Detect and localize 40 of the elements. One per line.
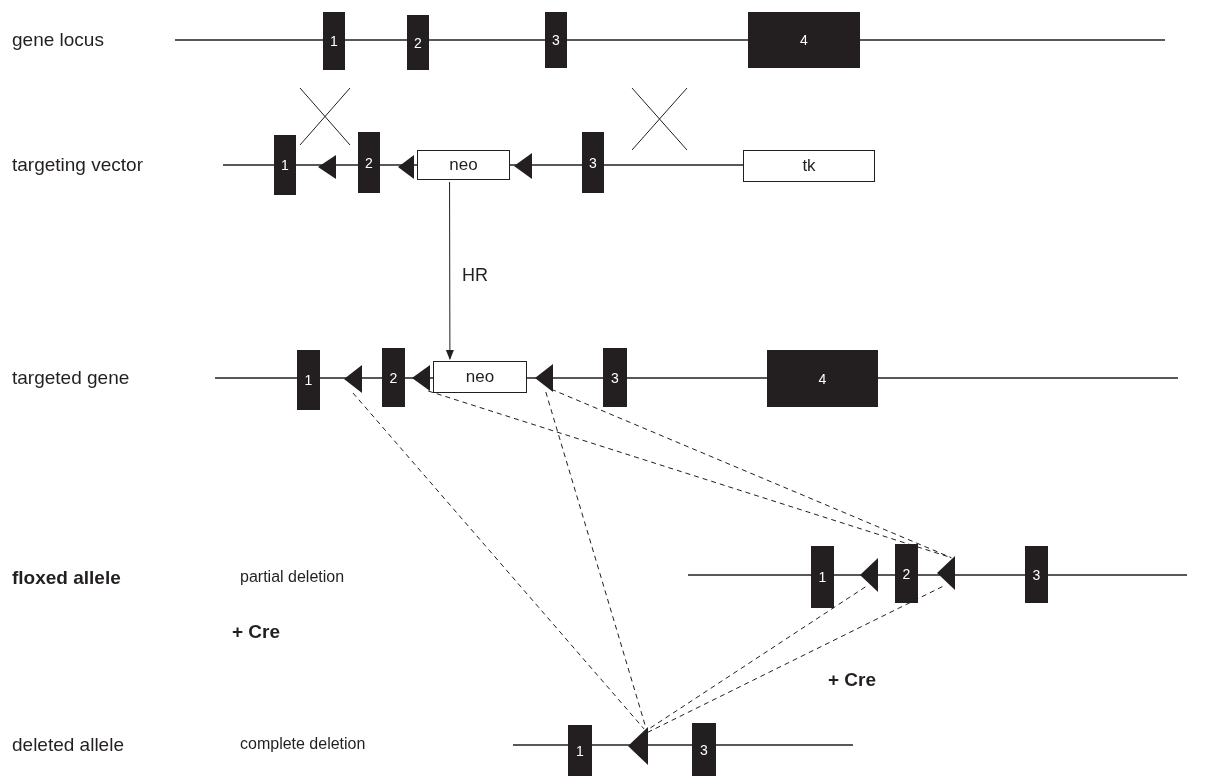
exon-box: 3 — [603, 348, 627, 407]
row-label: complete deletion — [240, 736, 366, 752]
exon-box: 2 — [382, 348, 405, 407]
exon-box: 3 — [545, 12, 567, 68]
exon-box: 1 — [274, 135, 296, 195]
exon-box: 1 — [297, 350, 320, 410]
row-label: partial deletion — [240, 569, 345, 585]
exon-box: 1 — [323, 12, 345, 70]
row-label: gene locus — [12, 30, 104, 49]
arrow — [445, 181, 454, 360]
step-label: + Cre — [828, 670, 877, 689]
row-label: targeting vector — [12, 155, 143, 174]
exon-box: 2 — [358, 132, 380, 193]
triangle-marker — [535, 364, 553, 392]
exon-box: 1 — [811, 546, 834, 608]
step-label: + Cre — [232, 622, 281, 641]
dashed-line — [352, 392, 645, 730]
exon-box: 3 — [582, 132, 604, 193]
step-label: floxed allele — [12, 568, 121, 587]
edge-label: HR — [462, 266, 488, 284]
gene-box: tk — [743, 150, 875, 182]
triangle-marker — [628, 727, 648, 765]
triangle-marker — [318, 155, 336, 179]
exon-box: 2 — [895, 544, 918, 603]
row-label: targeted gene — [12, 368, 130, 387]
row-label: deleted allele — [12, 735, 124, 754]
exon-box: 4 — [748, 12, 860, 68]
exon-box: 3 — [1025, 546, 1048, 603]
exon-box: 2 — [407, 15, 429, 70]
triangle-marker — [344, 365, 362, 393]
triangle-marker — [860, 558, 878, 592]
exon-box: 3 — [692, 723, 716, 776]
triangle-marker — [937, 556, 955, 590]
triangle-marker — [398, 155, 414, 179]
gene-box: neo — [433, 361, 527, 393]
gene-box: neo — [417, 150, 510, 180]
exon-box: 4 — [767, 350, 878, 407]
exon-box: 1 — [568, 725, 592, 776]
triangle-marker — [514, 153, 532, 179]
triangle-marker — [412, 365, 430, 391]
